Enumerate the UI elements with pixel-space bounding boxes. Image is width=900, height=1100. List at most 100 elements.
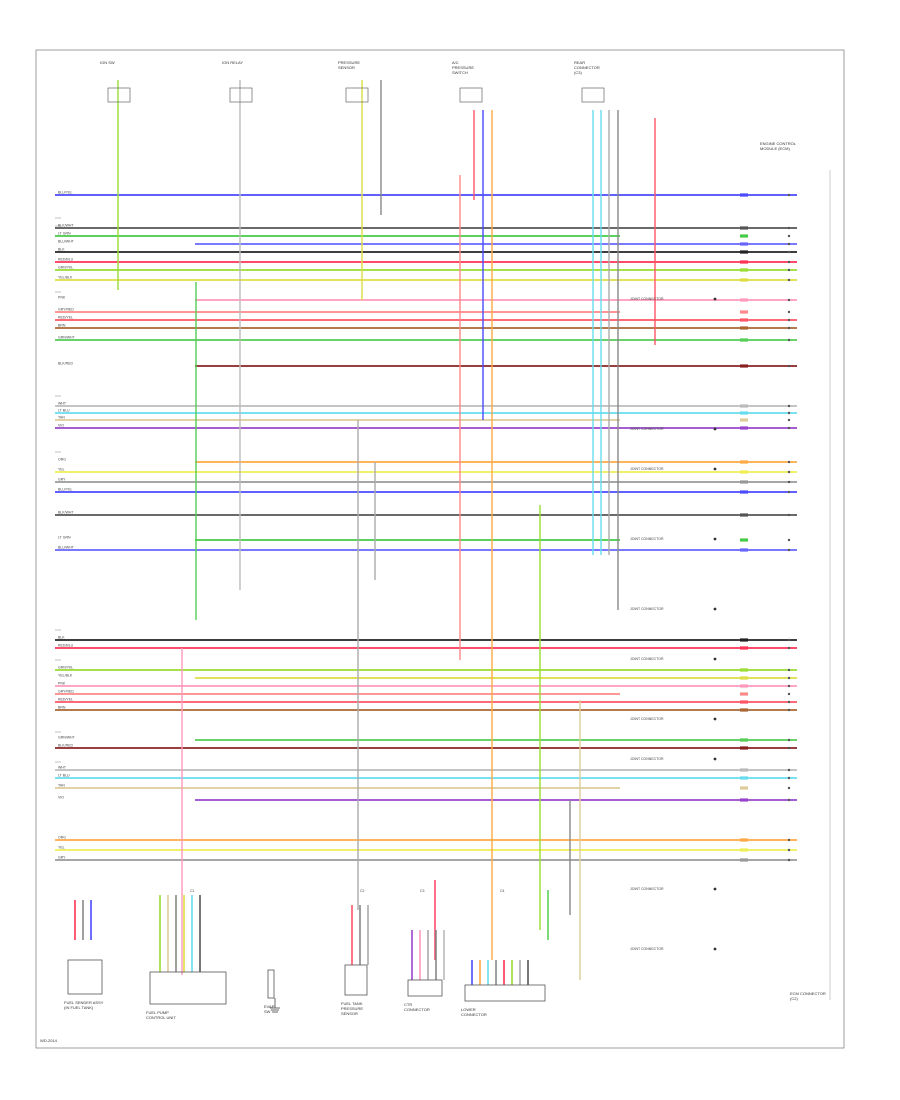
connector-label: C4 — [500, 889, 505, 893]
top-component-label: SENSOR — [338, 65, 355, 70]
splice-dot — [713, 717, 717, 721]
wire-marker — [740, 708, 748, 712]
wire-code-left: BLU/WHT — [58, 240, 75, 244]
splice-dot — [713, 887, 717, 891]
top-component-label: IGN SW — [100, 60, 115, 65]
wire-marker — [740, 310, 748, 314]
right-module-label: ENGINE CONTROL — [760, 141, 797, 146]
pin-dot — [787, 404, 791, 408]
top-component-body — [345, 87, 369, 103]
top-component-body — [459, 87, 483, 103]
pin-dot — [787, 738, 791, 742]
right-module-label: MODULE (ECM) — [760, 146, 790, 151]
top-component-ign-relay: IGN RELAY — [222, 60, 253, 103]
pin-dot — [787, 278, 791, 282]
splice-dot — [713, 657, 717, 661]
wire-marker — [740, 646, 748, 650]
wire-code-left: LT GRN — [58, 232, 71, 236]
pin-dot — [787, 668, 791, 672]
wire-code-left: BLU/YEL — [58, 191, 72, 195]
wire-marker — [740, 460, 748, 464]
wire-code-left: GRN/YEL — [58, 666, 73, 670]
bottom-component-label: CONNECTOR — [404, 1007, 430, 1012]
splice-note: JOINT CONNECTOR — [630, 537, 664, 541]
wire-layer — [55, 80, 797, 985]
pin-dot — [787, 746, 791, 750]
bottom-component-label: LOWER — [461, 1007, 476, 1012]
right-module-bottom-label: (C2) — [790, 996, 798, 1001]
wire-marker — [740, 692, 748, 696]
pin-dot — [787, 364, 791, 368]
wire-marker — [740, 318, 748, 322]
wire-marker — [740, 668, 748, 672]
splice-dot — [713, 297, 717, 301]
wire-marker — [740, 426, 748, 430]
pin-dot — [787, 700, 791, 704]
wire-code-left: GRY — [58, 478, 66, 482]
wire-marker — [740, 404, 748, 408]
wire-code-left: BLU/YEL — [58, 488, 72, 492]
wire-code-left: GRY — [58, 856, 66, 860]
splice-note: JOINT CONNECTOR — [630, 757, 664, 761]
wire-marker — [740, 278, 748, 282]
top-component-label: A/C — [452, 60, 459, 65]
wire-code-left: GRN/YEL — [58, 266, 73, 270]
bottom-component-body — [267, 969, 275, 999]
wire-marker — [740, 480, 748, 484]
splice-note: JOINT CONNECTOR — [630, 297, 664, 301]
splice-dot — [713, 607, 717, 611]
bottom-component-label: FUEL TANK — [341, 1001, 363, 1006]
wire-code-left: TAN — [58, 784, 65, 788]
wire-marker — [740, 193, 748, 197]
wire-marker — [740, 858, 748, 862]
wire-code-left: RED/BLU — [58, 258, 74, 262]
wire-code-left: WHT — [58, 766, 67, 770]
wire-marker — [740, 338, 748, 342]
wire-code-left: RED/YEL — [58, 316, 73, 320]
wire-code-left: WHT — [58, 402, 67, 406]
pin-dot — [787, 411, 791, 415]
wire-code-left: GRN/WHT — [58, 736, 76, 740]
pin-dot — [787, 234, 791, 238]
right-module-bottom-label: ECM CONNECTOR — [790, 991, 826, 996]
bottom-component-body — [67, 959, 103, 995]
wire-marker — [740, 298, 748, 302]
wire-code-left: TAN — [58, 416, 65, 420]
splice-note: JOINT CONNECTOR — [630, 717, 664, 721]
splice-note: JOINT CONNECTOR — [630, 607, 664, 611]
splice-dot — [713, 537, 717, 541]
pin-dot — [787, 460, 791, 464]
top-component-label: REAR — [574, 60, 585, 65]
ground-symbol — [270, 998, 280, 1013]
splice-note: JOINT CONNECTOR — [630, 427, 664, 431]
wire-code-left: ORG — [58, 458, 66, 462]
pin-dot — [787, 692, 791, 696]
pin-dot — [787, 480, 791, 484]
wire-marker — [740, 268, 748, 272]
top-component-ign-sw: IGN SW — [100, 60, 131, 103]
wire-code-left: RED/BLU — [58, 644, 74, 648]
diagram-frame — [35, 49, 845, 1049]
bottom-component-body — [149, 971, 227, 1005]
footer-code: WD-2014 — [40, 1038, 58, 1043]
pin-dot — [787, 242, 791, 246]
top-component-body — [107, 87, 131, 103]
wire-code-left: BLK — [58, 636, 65, 640]
pin-dot — [787, 326, 791, 330]
bottom-component-fuel-sender: FUEL SENDER ASSY(IN FUEL TANK) — [64, 959, 104, 1010]
splice-note: JOINT CONNECTOR — [630, 657, 664, 661]
bottom-component-label: SENSOR — [341, 1011, 358, 1016]
splice-note: JOINT CONNECTOR — [630, 947, 664, 951]
pin-dot — [787, 490, 791, 494]
wire-marker — [740, 798, 748, 802]
wire-code-left: BRN — [58, 324, 66, 328]
bottom-component-label: PRESSURE — [341, 1006, 363, 1011]
pin-dot — [787, 776, 791, 780]
bottom-component-label: (IN FUEL TANK) — [64, 1005, 94, 1010]
